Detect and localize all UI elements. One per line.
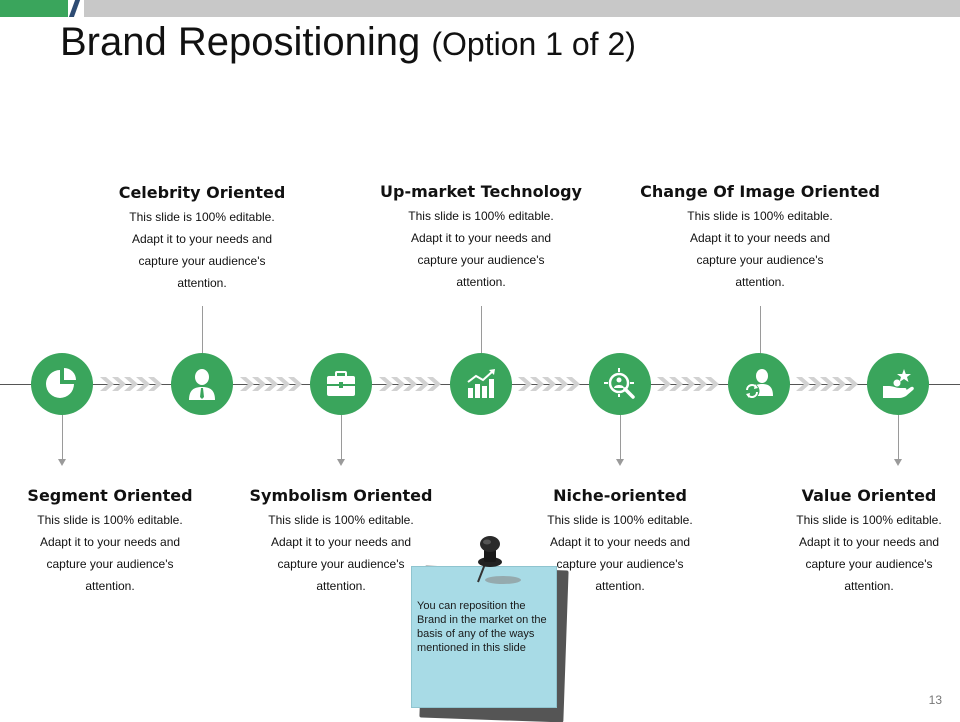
chevron-arrow-1-icon [100,377,162,391]
arrowhead-symbolism [337,459,345,466]
timeline-node-value [867,353,929,415]
connector-upmarket [481,306,482,354]
pie-chart-icon [46,368,76,398]
timeline-node-change-image [728,353,790,415]
timeline-node-niche [589,353,651,415]
item-title: Symbolism Oriented [249,486,433,505]
sticky-note: You can reposition the Brand in the mark… [411,566,557,708]
item-description: This slide is 100% editable. Adapt it to… [408,209,554,289]
user-refresh-icon [744,369,773,399]
chevron-arrow-6-icon [796,377,858,391]
item-description: This slide is 100% editable. Adapt it to… [129,210,275,290]
arrowhead-value [894,459,902,466]
item-title: Segment Oriented [27,486,193,505]
header-divider-stripe [68,0,81,17]
item-symbolism: Symbolism Oriented This slide is 100% ed… [231,486,451,597]
item-upmarket: Up-market Technology This slide is 100% … [361,182,601,293]
connector-segment [62,415,63,460]
timeline-node-celebrity [171,353,233,415]
item-description: This slide is 100% editable. Adapt it to… [37,513,183,593]
timeline-node-segment [31,353,93,415]
hand-star-icon [883,369,914,398]
item-change-image: Change Of Image Oriented This slide is 1… [630,182,890,293]
timeline-node-upmarket [450,353,512,415]
arrowhead-segment [58,459,66,466]
chevron-arrow-3-icon [379,377,441,391]
item-celebrity: Celebrity Oriented This slide is 100% ed… [102,183,302,294]
chevron-arrow-5-icon [657,377,719,391]
slide-title: Brand Repositioning (Option 1 of 2) [60,20,636,65]
connector-symbolism [341,415,342,460]
connector-change-image [760,306,761,354]
item-description: This slide is 100% editable. Adapt it to… [547,513,693,593]
item-description: This slide is 100% editable. Adapt it to… [796,513,942,593]
sticky-note-text: You can reposition the Brand in the mark… [417,600,547,654]
item-description: This slide is 100% editable. Adapt it to… [687,209,833,289]
connector-niche [620,415,621,460]
item-title: Niche-oriented [553,486,687,505]
item-description: This slide is 100% editable. Adapt it to… [268,513,414,593]
chevron-arrow-2-icon [240,377,302,391]
item-title: Up-market Technology [380,182,582,201]
slide-title-main: Brand Repositioning [60,20,421,64]
target-search-icon [604,368,635,399]
growth-chart-icon [467,369,495,398]
item-title: Value Oriented [801,486,937,505]
timeline-node-symbolism [310,353,372,415]
item-value: Value Oriented This slide is 100% editab… [784,486,954,597]
slide-subtitle: (Option 1 of 2) [431,26,636,62]
connector-value [898,415,899,460]
item-title: Celebrity Oriented [118,183,286,202]
header-bar [84,0,960,17]
item-segment: Segment Oriented This slide is 100% edit… [10,486,210,597]
briefcase-icon [327,371,355,396]
push-pin-icon [477,536,521,584]
businessman-icon [189,369,215,400]
page-number: 13 [928,693,942,707]
chevron-arrow-4-icon [518,377,580,391]
header-accent-bar [0,0,68,17]
item-title: Change Of Image Oriented [640,182,880,201]
connector-celebrity [202,306,203,354]
item-niche: Niche-oriented This slide is 100% editab… [530,486,710,597]
arrowhead-niche [616,459,624,466]
